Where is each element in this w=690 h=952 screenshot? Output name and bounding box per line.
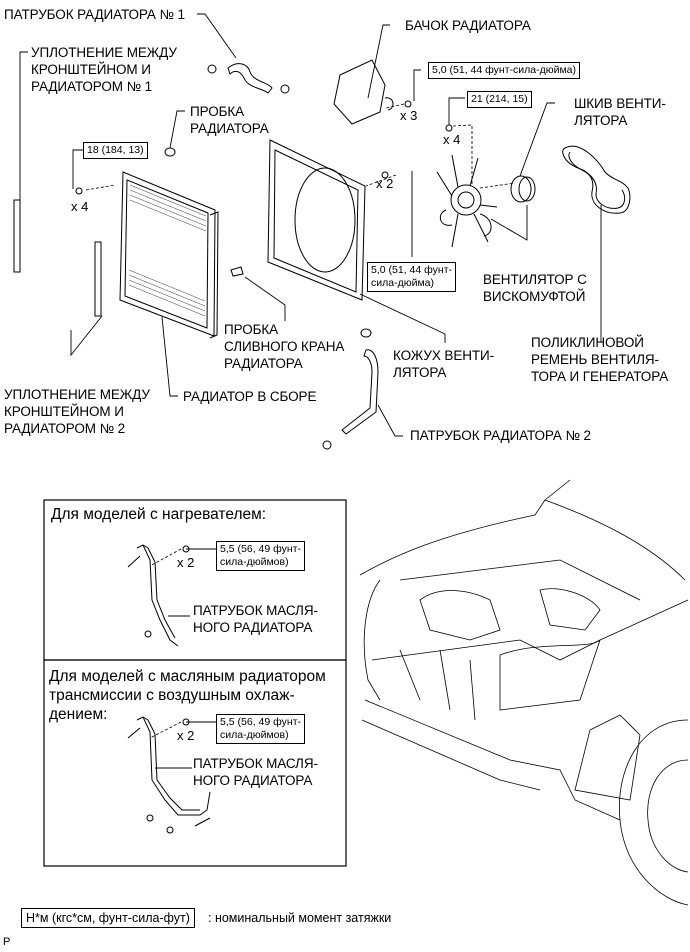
fan-shroud-part	[267, 139, 366, 301]
torque-reservoir-bolt: 5,0 (51, 44 фунт-сила-дюйма)	[428, 62, 580, 79]
radiator-hose-2	[322, 328, 379, 450]
panel-1-count: x 2	[177, 555, 195, 570]
panel-1-torque: 5,5 (56, 49 фунт- сила-дюймов)	[216, 541, 305, 571]
legend-torque-unit-box: Н*м (кгс*см, фунт-сила-фут)	[21, 908, 195, 928]
torque-fan-nut: 21 (214, 15)	[467, 91, 532, 108]
torque-radiator-bolt: 18 (184, 13)	[83, 142, 148, 159]
radiator-part	[119, 171, 219, 339]
seal-1-part	[13, 199, 21, 273]
radiator-hose-1	[207, 63, 290, 94]
radiator-cap-part	[164, 147, 176, 157]
v-belt-part	[562, 145, 631, 214]
drain-plug-part	[230, 266, 244, 277]
label-v-belt: ПОЛИКЛИНОВОЙ РЕМЕНЬ ВЕНТИЛЯ- ТОРА И ГЕНЕ…	[531, 335, 669, 384]
label-seal-2: УПЛОТНЕНИЕ МЕЖДУ КРОНШТЕЙНОМ И РАДИАТОРО…	[4, 387, 150, 436]
count-radiator-bolt: x 4	[71, 199, 89, 214]
oil-cooler-pipe-1	[127, 544, 190, 647]
fastener-icons	[75, 100, 453, 195]
label-seal-1: УПЛОТНЕНИЕ МЕЖДУ КРОНШТЕЙНОМ И РАДИАТОРО…	[31, 45, 177, 94]
vehicle-engine-illustration	[359, 479, 689, 906]
oil-cooler-pipe-2	[127, 716, 211, 834]
label-fan-shroud: КОЖУХ ВЕНТИ- ЛЯТОРА	[393, 348, 495, 380]
panel-2-torque: 5,5 (56, 49 фунт- сила-дюймов)	[216, 714, 305, 744]
count-reservoir-bolt: x 3	[400, 108, 418, 123]
panel-leaders	[155, 548, 216, 769]
panel-2-count: x 2	[177, 728, 195, 743]
panel-2-part-label: ПАТРУБОК МАСЛЯ- НОГО РАДИАТОРА	[193, 756, 318, 788]
fan-pulley-part	[510, 175, 536, 203]
count-shroud-bolt: x 2	[376, 176, 394, 191]
variant-panels-frame	[43, 499, 347, 867]
label-radiator-hose-2: ПАТРУБОК РАДИАТОРА № 2	[410, 428, 591, 443]
fan-clutch-part	[436, 154, 498, 248]
leader-lines	[19, 13, 602, 437]
seal-2-part	[94, 241, 102, 317]
label-drain-plug: ПРОБКА СЛИВНОГО КРАНА РАДИАТОРА	[224, 322, 345, 371]
label-radiator-reservoir: БАЧОК РАДИАТОРА	[405, 18, 531, 33]
panel-1-part-label: ПАТРУБОК МАСЛЯ- НОГО РАДИАТОРА	[193, 603, 318, 635]
legend-description: : номинальный момент затяжки	[208, 911, 392, 925]
panel-1-title: Для моделей с нагревателем:	[51, 506, 267, 523]
label-radiator-cap: ПРОБКА РАДИАТОРА	[190, 104, 269, 136]
fastener-dashes	[85, 103, 516, 739]
panel-2-title: Для моделей с масляным радиатором трансм…	[49, 668, 326, 723]
torque-shroud-bolt: 5,0 (51, 44 фунт- сила-дюйма)	[367, 262, 456, 292]
label-radiator-assembly: РАДИАТОР В СБОРЕ	[183, 389, 317, 404]
count-fan-nut: x 4	[443, 132, 461, 147]
radiator-reservoir-part	[333, 59, 394, 125]
page-mark: P	[3, 936, 11, 948]
label-fan-clutch: ВЕНТИЛЯТОР С ВИСКОМУФТОЙ	[483, 272, 587, 304]
label-radiator-hose-1: ПАТРУБОК РАДИАТОРА № 1	[4, 7, 185, 22]
label-fan-pulley: ШКИВ ВЕНТИ- ЛЯТОРА	[574, 96, 666, 128]
